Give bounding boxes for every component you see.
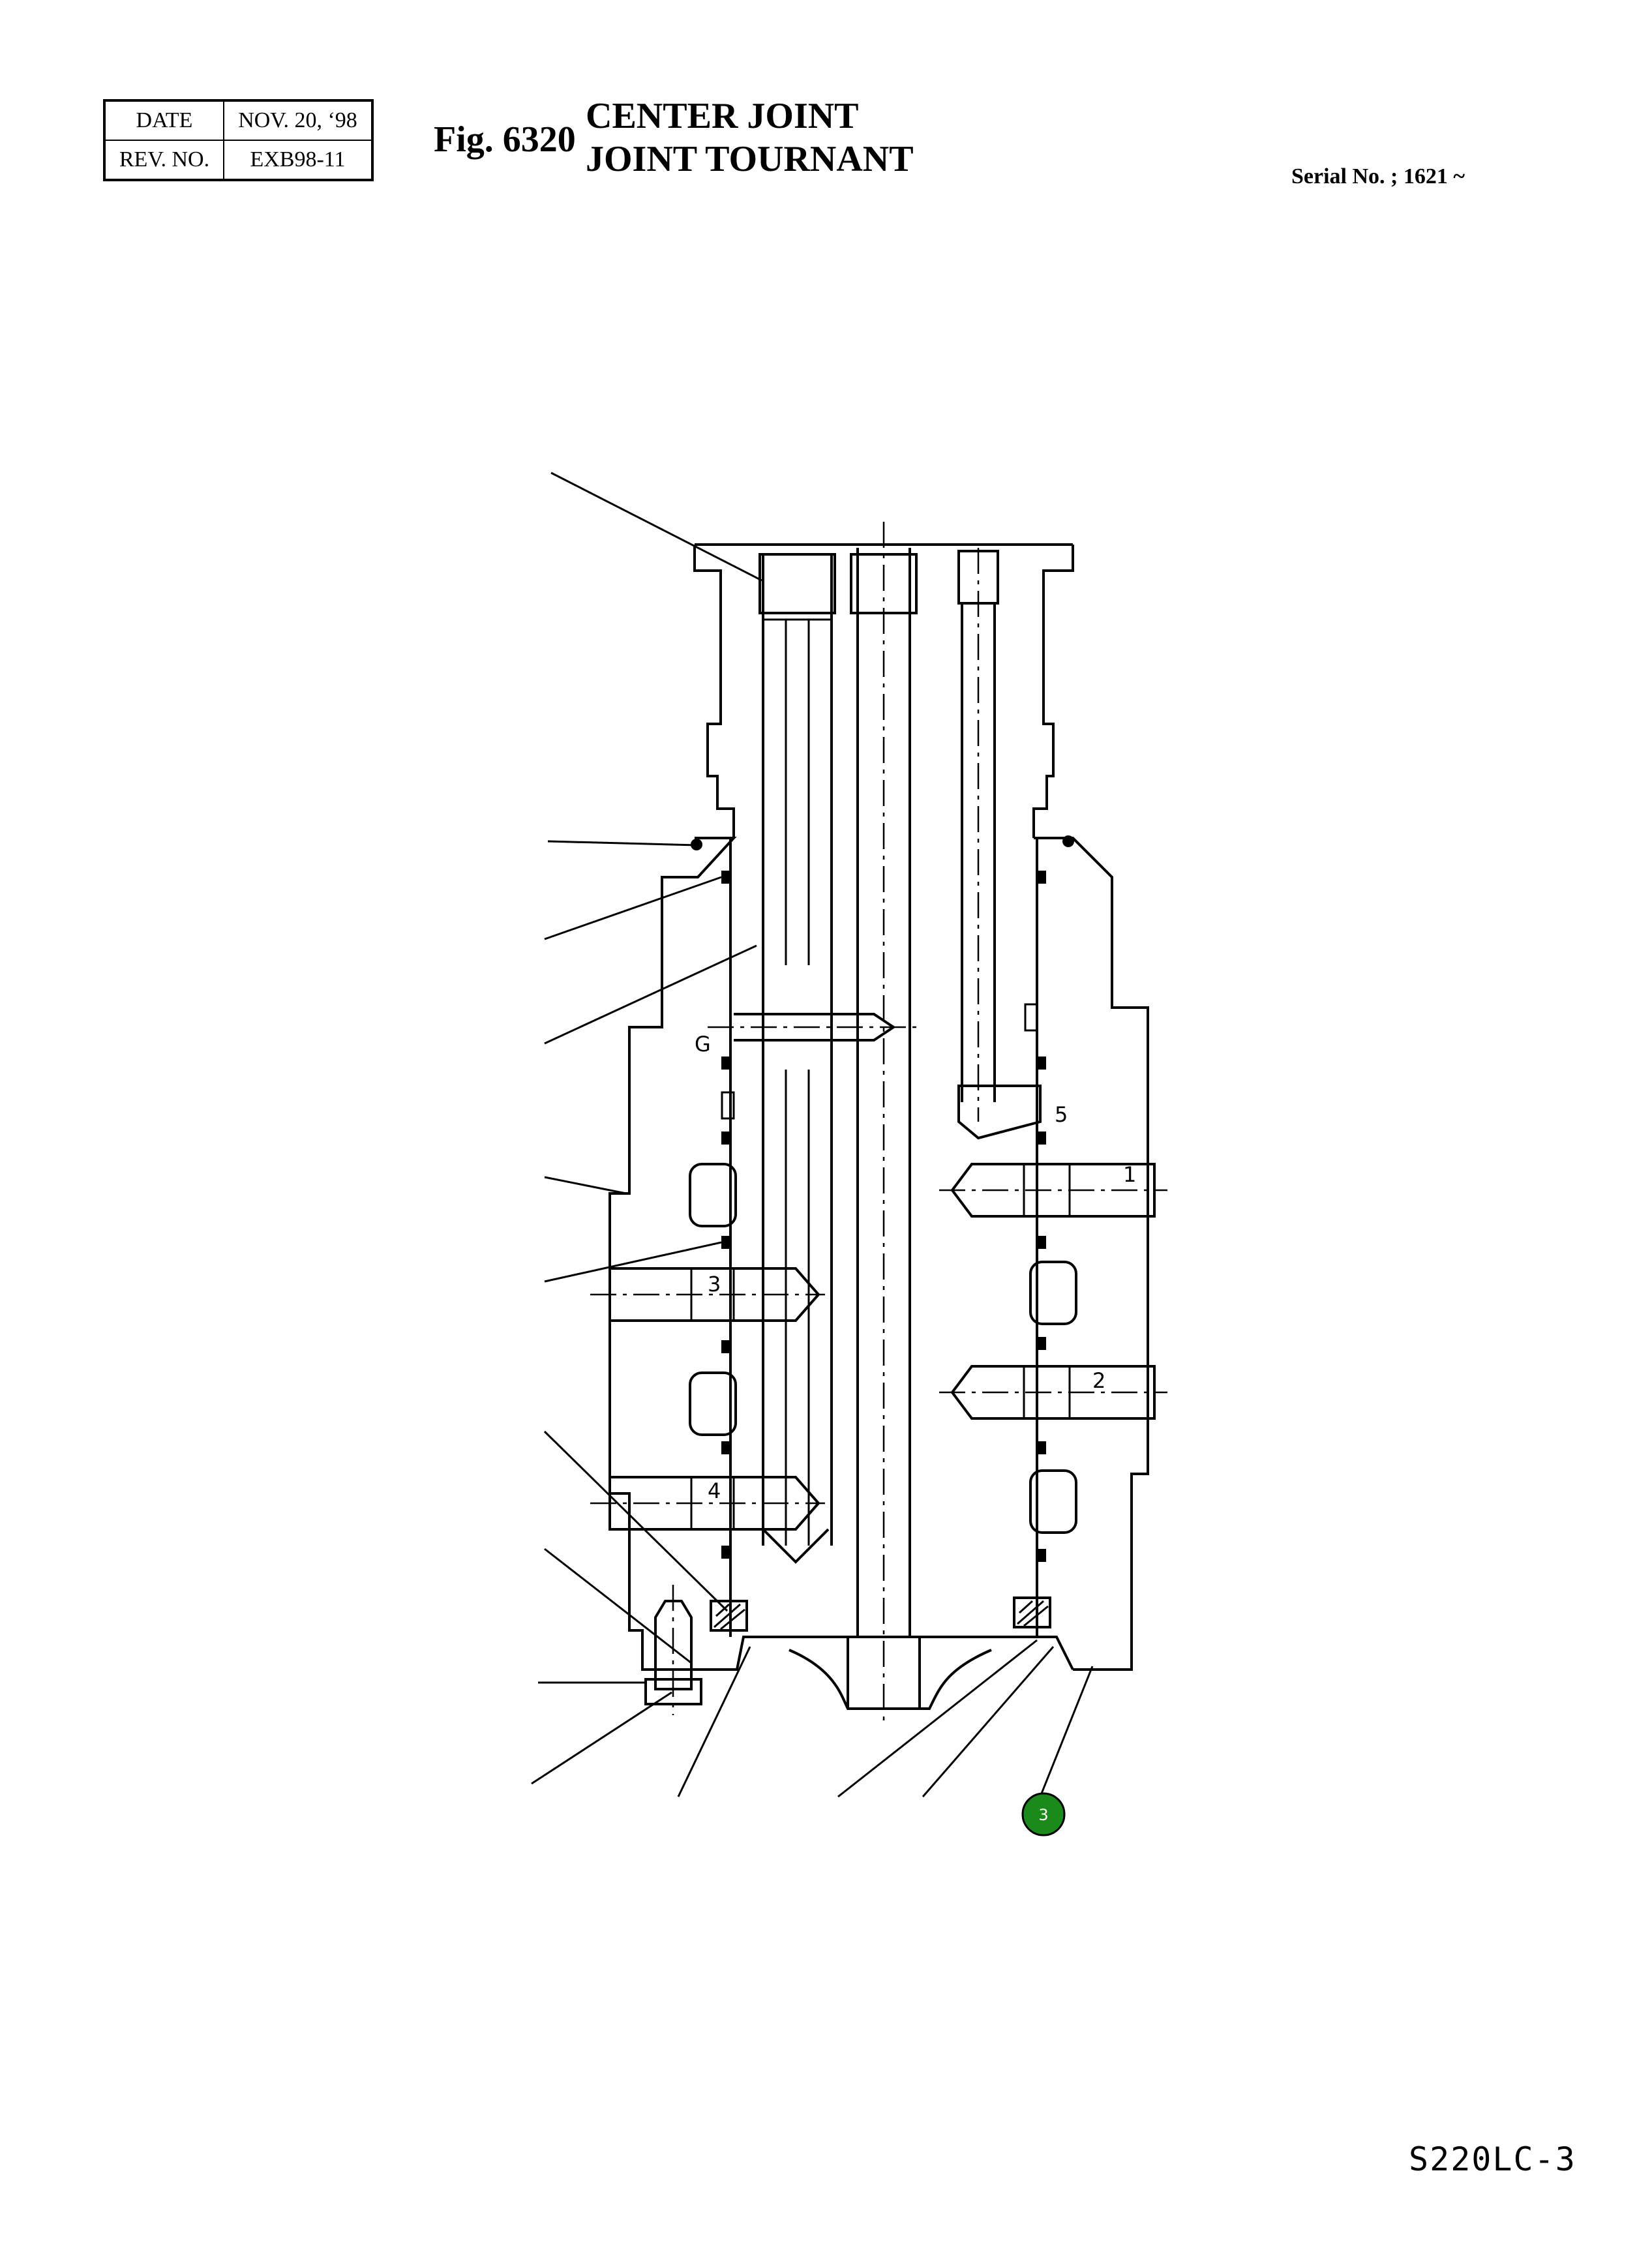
hotspot-label: 3 [1038,1806,1048,1824]
figure-number: Fig. 6320 [434,119,576,160]
title-french: JOINT TOURNANT [586,139,914,179]
label-port-2: 2 [1092,1368,1105,1393]
cross-drill-g [708,1013,920,1042]
dust-seals [710,1596,1051,1632]
annular-grooves [689,1003,1077,1534]
label-port-1: 1 [1123,1162,1136,1187]
port-bores [590,1163,1167,1564]
rev-value: EXB98-11 [223,140,373,181]
part-hotspot-3[interactable]: 3 [1021,1792,1066,1836]
label-g: G [695,1032,711,1057]
revision-table: DATE NOV. 20, ‘98 REV. NO. EXB98-11 [103,99,374,181]
label-port-3: 3 [708,1272,721,1296]
passage-tube [957,548,1042,1140]
label-port-5: 5 [1055,1102,1068,1127]
rev-label: REV. NO. [104,140,224,181]
date-value: NOV. 20, ‘98 [223,100,373,141]
leader-lines [531,472,1094,1798]
label-port-4: 4 [708,1478,721,1503]
seal-rings [691,835,1074,1562]
model-code: S220LC-3 [1409,2140,1576,2178]
title-english: CENTER JOINT [586,96,859,136]
serial-number: Serial No. ; 1621 ~ [1291,164,1465,188]
date-label: DATE [104,100,224,141]
